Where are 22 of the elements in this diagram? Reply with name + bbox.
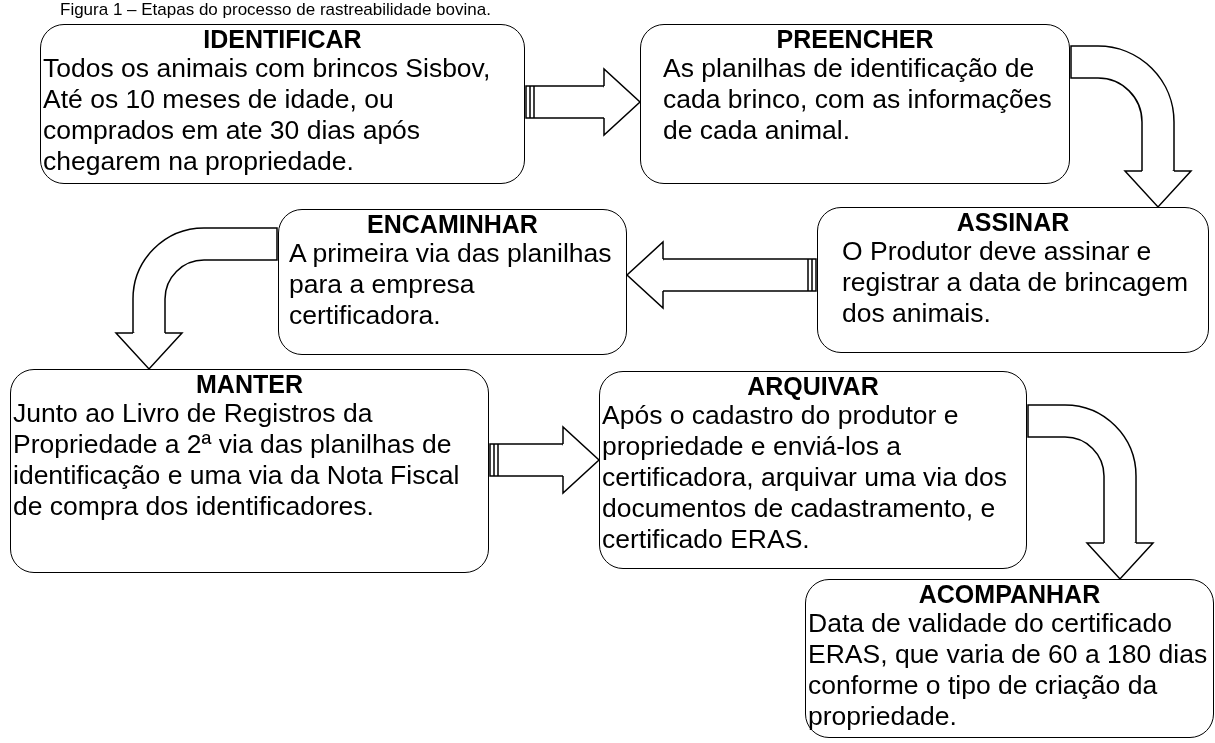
step-box — [599, 371, 1027, 569]
step-heading: ACOMPANHAR — [917, 580, 1102, 608]
step-text: Todos os animais com brincos Sisbov, Até os 10 meses de idade, ou comprados em ate 30 dias após chegarem na propriedade. — [42, 53, 492, 177]
step-box — [805, 579, 1214, 738]
step-text: Data de validade do certificado ERAS, que varia de 60 a 180 dias conforme o tipo de criação da propriedade. — [807, 608, 1209, 732]
step-box — [817, 207, 1209, 353]
step-text: Junto ao Livro de Registros da Propriedade a 2ª via das planilhas de identificação e uma via da Nota Fiscal de compra dos identificadores. — [12, 398, 461, 522]
step-heading: PREENCHER — [775, 25, 935, 53]
step-heading: ARQUIVAR — [746, 372, 880, 400]
step-box — [278, 209, 627, 355]
step-text: O Produtor deve assinar e registrar a data de brincagem dos animais. — [841, 236, 1190, 329]
step-box — [640, 24, 1070, 184]
step-box — [40, 24, 525, 184]
step-heading: ENCAMINHAR — [366, 210, 539, 238]
step-text: Após o cadastro do produtor e propriedade e enviá-los a certificadora, arquivar uma via dos documentos de cadastramento, e certificado ERAS. — [601, 400, 1009, 555]
figure-title: Figura 1 – Etapas do processo de rastreabilidade bovina. — [60, 0, 491, 20]
step-heading: IDENTIFICAR — [202, 25, 363, 53]
step-heading: MANTER — [195, 370, 304, 398]
step-text: A primeira via das planilhas para a empresa certificadora. — [288, 238, 613, 331]
step-box — [10, 369, 489, 573]
step-text: As planilhas de identificação de cada brinco, com as informações de cada animal. — [662, 53, 1053, 146]
step-heading: ASSINAR — [955, 208, 1071, 236]
